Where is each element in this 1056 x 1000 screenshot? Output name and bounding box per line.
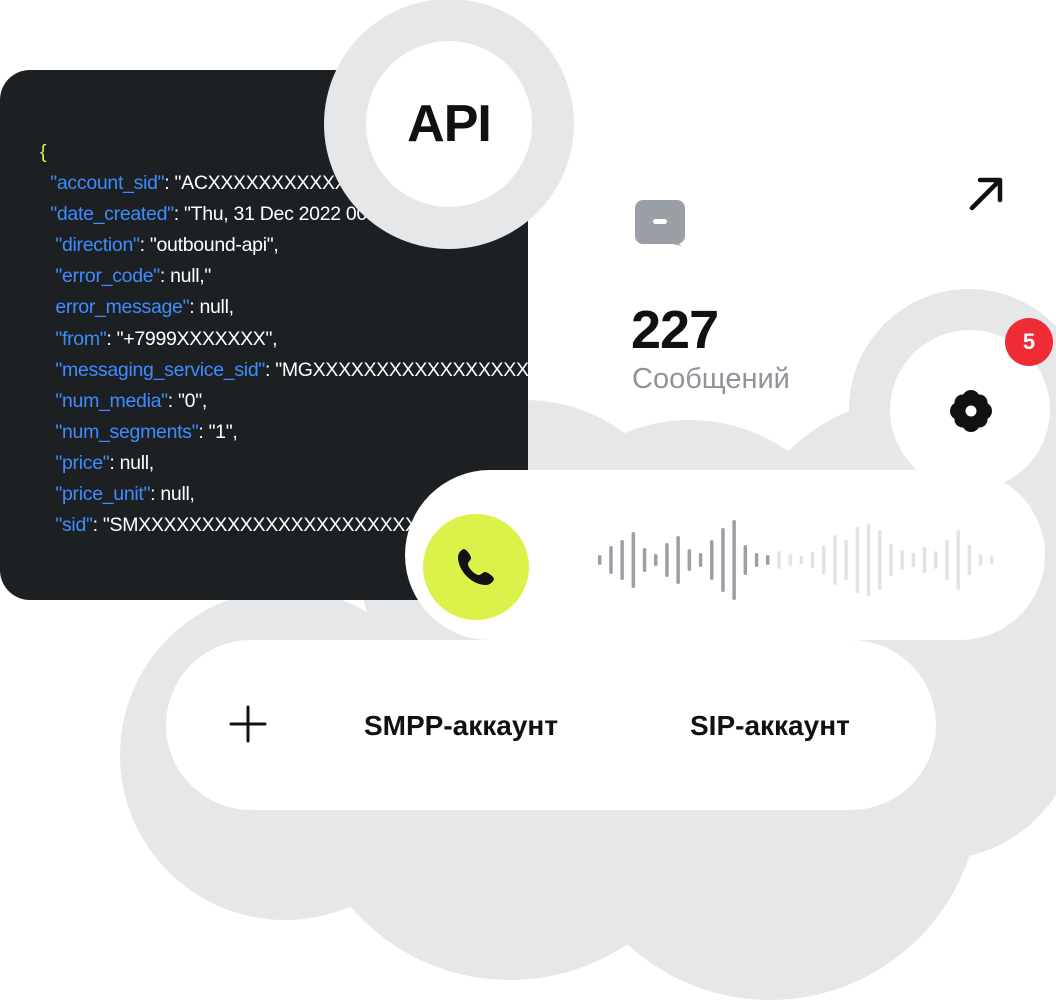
waveform-bar [631, 532, 636, 588]
waveform-bar [642, 548, 647, 572]
stat-card [528, 0, 1056, 330]
chat-bubble-icon [635, 200, 685, 246]
waveform-bar [956, 530, 960, 590]
code-open-brace: { [40, 141, 47, 163]
messages-count: 227 [631, 300, 719, 360]
waveform-bar [855, 527, 860, 593]
code-value: : "outbound-api", [139, 234, 279, 257]
code-key: error_message" [55, 296, 190, 319]
waveform-bar [766, 555, 770, 565]
code-value: : null, [150, 483, 195, 506]
code-value: : "+7999XXXXXXX", [106, 327, 278, 350]
waveform-bar [967, 545, 972, 575]
arrow-up-right-icon[interactable] [966, 172, 1008, 214]
code-value: : null, [109, 451, 154, 474]
waveform-bar [922, 547, 927, 573]
waveform-bar [609, 546, 613, 574]
code-key: "from" [55, 327, 107, 350]
sip-account-button[interactable]: SIP-аккаунт [690, 710, 850, 741]
waveform-bar [945, 540, 949, 580]
waveform-bar [889, 544, 893, 576]
waveform-bar [911, 553, 916, 567]
code-key: "num_media" [55, 389, 168, 412]
waveform-bar [721, 528, 725, 592]
call-button[interactable] [423, 514, 529, 620]
code-value: : "1", [198, 420, 238, 443]
code-key: "num_segments" [55, 420, 199, 443]
waveform-bar [676, 536, 680, 584]
waveform-bar [710, 540, 714, 580]
code-value: : "0", [167, 389, 207, 412]
waveform-bar [844, 540, 848, 580]
waveform-bar [866, 524, 871, 596]
waveform-bar [777, 551, 781, 569]
phone-icon [458, 549, 494, 585]
account-pill [166, 640, 936, 810]
waveform-bar [732, 520, 736, 600]
waveform-bar [822, 545, 826, 575]
code-value: : "MGXXXXXXXXXXXXXXXXXXXXXXXXXXXXXXXX", [265, 358, 528, 381]
waveform-icon [598, 520, 994, 600]
waveform-bar [698, 553, 703, 567]
code-key: "direction" [55, 234, 140, 257]
messages-label: Сообщений [632, 363, 790, 395]
api-label: API [407, 95, 492, 153]
api-bubble: API [366, 41, 532, 207]
code-key: "error_code" [55, 265, 160, 288]
waveform-bar [978, 554, 983, 566]
gear-icon[interactable] [948, 388, 994, 434]
code-key: "messaging_service_sid" [55, 358, 265, 381]
waveform-bar [687, 549, 692, 571]
waveform-bar [799, 556, 804, 564]
waveform-bar [810, 552, 815, 568]
smpp-account-button[interactable]: SMPP-аккаунт [364, 710, 559, 741]
waveform-bar [934, 551, 938, 569]
waveform-bar [900, 550, 904, 570]
code-key: "price_unit" [55, 483, 151, 506]
waveform-bar [743, 545, 748, 575]
code-value: : null, [189, 296, 234, 319]
code-key: "price" [55, 451, 110, 474]
plus-icon[interactable] [228, 704, 268, 744]
waveform-bar [620, 540, 624, 580]
waveform-bar [654, 554, 658, 566]
code-key: "date_created" [50, 203, 174, 226]
waveform-bar [754, 553, 759, 567]
waveform-bar [833, 535, 837, 585]
code-key: "account_sid" [50, 172, 165, 195]
waveform-bar [990, 556, 994, 564]
waveform-bar [878, 530, 882, 590]
waveform-bar [665, 543, 669, 577]
notification-badge: 5 [1005, 318, 1053, 366]
code-value: : null," [159, 265, 212, 288]
code-key: "sid" [55, 514, 93, 537]
waveform-bar [598, 555, 602, 565]
waveform-bar [788, 554, 792, 566]
